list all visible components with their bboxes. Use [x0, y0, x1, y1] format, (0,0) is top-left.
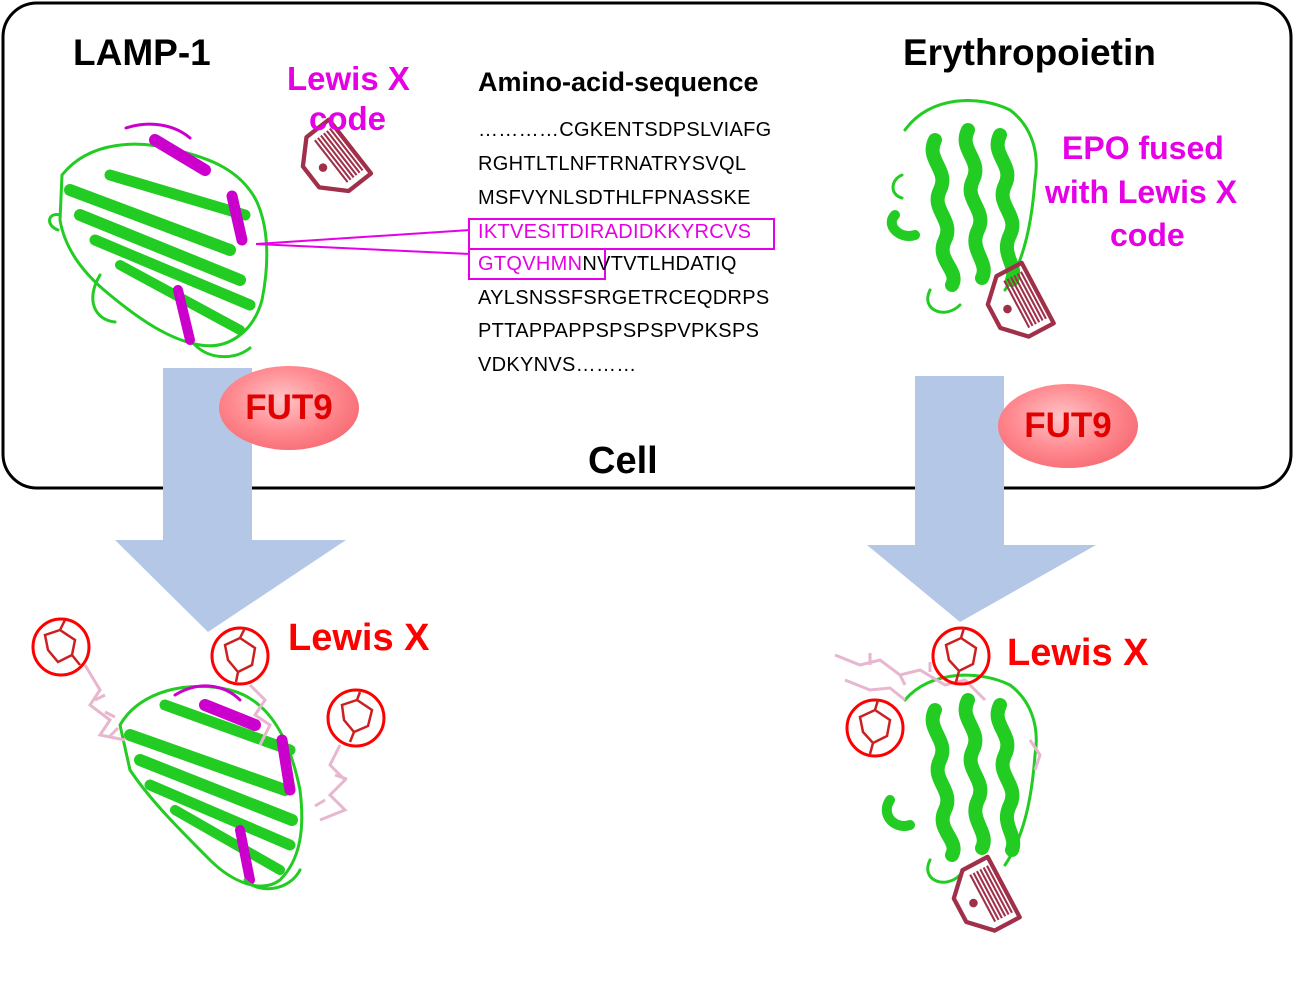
lamp-lewis-x-circles	[31, 617, 386, 748]
sequence-text: VDKYNVS………	[478, 354, 637, 376]
epo-down-arrow	[867, 376, 1096, 622]
epo-fut9-enzyme: FUT9	[998, 384, 1138, 468]
sequence-line: PTTAPPAPPSPSPSPVPKSPS	[478, 320, 759, 343]
cell-boundary	[1, 1, 1293, 490]
lamp-code-label-line1: Lewis X	[287, 60, 410, 97]
sequence-text: NVTVTLHDATIQ	[582, 253, 737, 275]
callout-line-top	[255, 229, 471, 245]
epo-product-barcode-tag-icon	[944, 857, 1020, 941]
sequence-line: AYLSNSSFSRGETRCEQDRPS	[478, 287, 770, 310]
lamp-protein-ribbon	[48, 122, 269, 359]
callout-line-bottom	[255, 243, 471, 255]
lamp-code-label-line2: code	[309, 100, 387, 137]
lamp-glycosylated-ribbon	[118, 684, 304, 891]
sequence-highlight-text: GTQVHMN	[478, 253, 583, 275]
epo-title: Erythropoietin	[903, 32, 1156, 73]
lamp-product-label: Lewis X	[288, 617, 430, 659]
epo-glycan-chains	[834, 653, 1042, 771]
lamp-glycan-chains	[83, 664, 348, 822]
epo-lewis-x-circles	[845, 626, 991, 758]
epo-fused-line3: code	[1110, 217, 1185, 253]
epo-glycosylated-ribbon	[881, 673, 1038, 884]
sequence-text: …………CGKENTSDPSLVIAFG	[478, 119, 772, 141]
sequence-highlight-box-2	[468, 248, 606, 280]
sequence-text: PTTAPPAPPSPSPSPVPKSPS	[478, 320, 760, 342]
sequence-highlight-text: IKTVESITDIRADIDKKYRCVS	[478, 221, 752, 243]
cell-label: Cell	[588, 440, 658, 482]
sequence-text: AYLSNSSFSRGETRCEQDRPS	[478, 287, 770, 309]
sequence-line: MSFVYNLSDTHLFPNASSKE	[478, 187, 751, 210]
lamp-down-arrow	[115, 368, 346, 632]
sequence-heading: Amino-acid-sequence	[478, 67, 759, 97]
sequence-text: MSFVYNLSDTHLFPNASSKE	[478, 187, 751, 209]
sequence-line: GTQVHMNNVTVTLHDATIQ	[478, 253, 737, 276]
sequence-line: VDKYNVS………	[478, 354, 637, 377]
epo-protein-ribbon	[886, 99, 1038, 314]
sequence-highlight-box-1	[468, 218, 775, 250]
sequence-line: IKTVESITDIRADIDKKYRCVS	[478, 221, 751, 244]
epo-fused-line1: EPO fused	[1062, 130, 1224, 166]
sequence-line: RGHTLTLNFTRNATRYSVQL	[478, 153, 746, 176]
lamp-title: LAMP-1	[73, 32, 211, 73]
lamp-fut9-enzyme: FUT9	[219, 366, 359, 450]
epo-product-label: Lewis X	[1007, 632, 1149, 674]
sequence-line: …………CGKENTSDPSLVIAFG	[478, 119, 771, 142]
epo-fused-line2: with Lewis X	[1045, 174, 1238, 210]
sequence-text: RGHTLTLNFTRNATRYSVQL	[478, 153, 747, 175]
